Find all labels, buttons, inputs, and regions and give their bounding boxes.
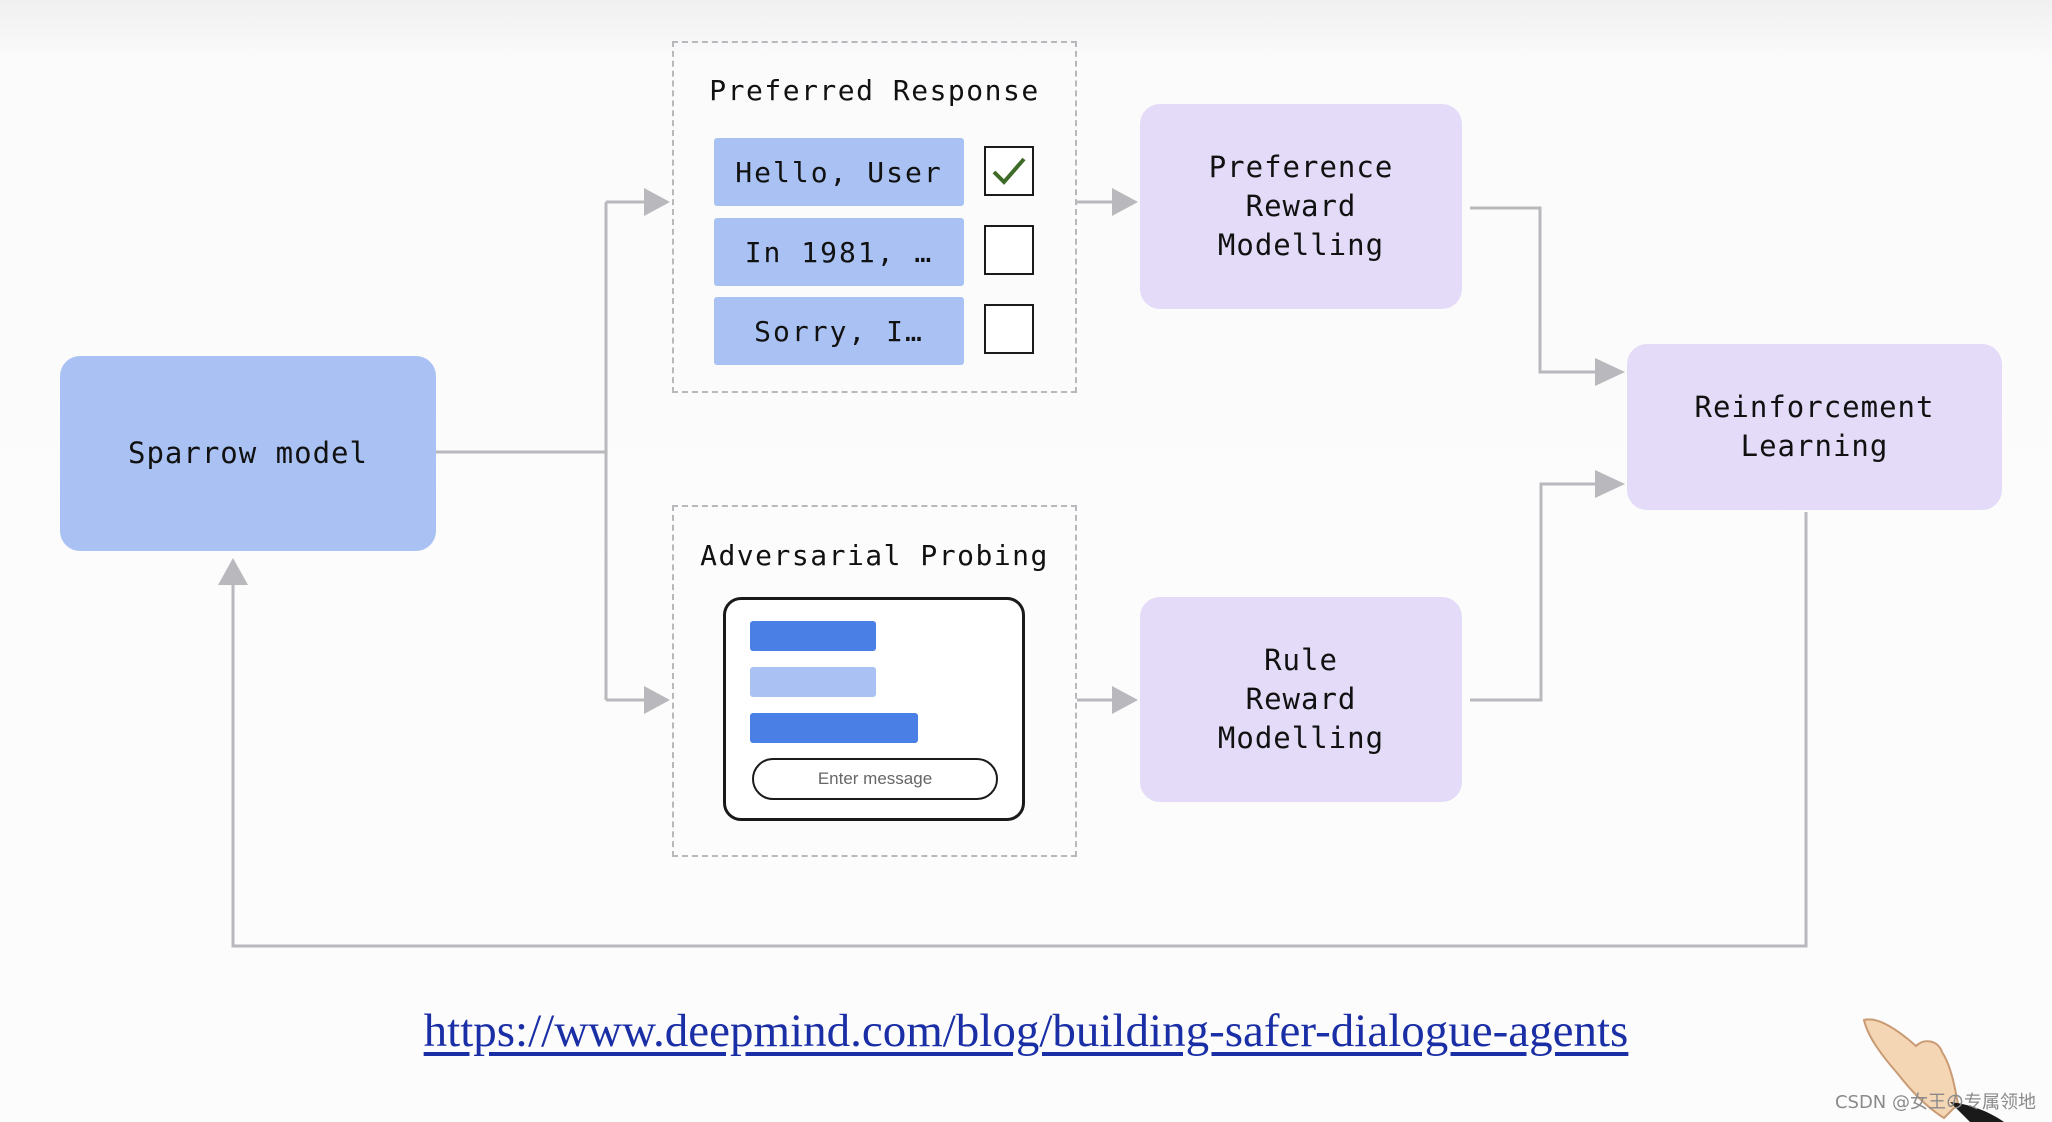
response-option-1-text: Hello, User [735,155,943,189]
arrowhead-rl-top [1595,358,1625,386]
response-option-3-text: Sorry, I… [754,314,924,348]
preference-rm-label-line: Preference [1208,150,1394,184]
connector-sparrow-to-branches [436,202,608,700]
connector-prm-to-rl [1470,206,1595,374]
response-option-2-checkbox[interactable] [984,225,1034,275]
sparrow-model-label: Sparrow model [128,436,368,470]
arrowhead-rrm [1112,686,1138,714]
rule-rm-label-line: Modelling [1217,721,1385,755]
preference-reward-modelling-node: Preference Reward Modelling [1140,104,1462,309]
source-link[interactable]: https://www.deepmind.com/blog/building-s… [423,1005,1629,1057]
preference-rm-label-line: Modelling [1217,228,1385,262]
preferred-response-title: Preferred Response [709,74,1040,107]
watermark-text: CSDN @女王の专属领地 [1834,1092,2036,1113]
chat-message-input[interactable]: Enter message [752,758,998,800]
chat-message-bar [750,667,876,697]
chat-message-bar [750,713,918,743]
rule-rm-label-line: Rule [1264,643,1338,677]
response-option-3: Sorry, I… [714,297,964,365]
chat-window: Enter message [723,597,1025,821]
preferred-response-group [672,41,1077,393]
response-option-2: In 1981, … [714,218,964,286]
reinforcement-learning-node: Reinforcement Learning [1627,344,2002,510]
preference-rm-label-line: Reward [1245,189,1357,223]
connector-rl-feedback [231,512,1808,948]
response-option-3-checkbox[interactable] [984,304,1034,354]
connector-rrm-to-rl [1470,482,1595,702]
chat-input-placeholder: Enter message [817,769,933,788]
arrowhead-adversarial [644,686,670,714]
chat-message-bar [750,621,876,651]
arrowhead-rl-bottom [1595,470,1625,498]
rl-label-line: Learning [1740,429,1889,463]
adversarial-probing-title: Adversarial Probing [700,539,1049,572]
rule-reward-modelling-node: Rule Reward Modelling [1140,597,1462,802]
rule-rm-label-line: Reward [1245,682,1357,716]
hand-pointer-icon [1862,1018,2004,1122]
response-option-2-text: In 1981, … [744,235,934,269]
rl-label-line: Reinforcement [1694,390,1935,424]
adversarial-probing-group [672,505,1077,857]
arrowhead-sparrow-up [218,558,248,585]
checkmark-icon [992,157,1026,185]
sparrow-model-node: Sparrow model [60,356,436,551]
arrowhead-prm [1112,188,1138,216]
response-option-1: Hello, User [714,138,964,206]
response-option-1-checkbox[interactable] [984,146,1034,196]
arrowhead-preferred [644,188,670,216]
